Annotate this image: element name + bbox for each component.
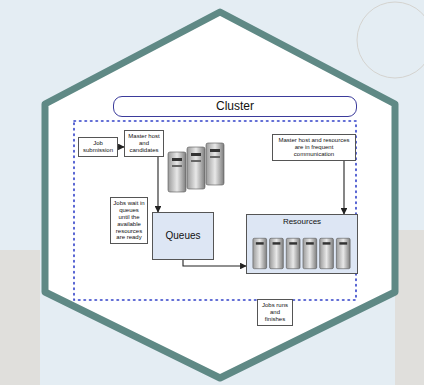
node-text: Queues (165, 230, 200, 242)
node-text: Resources (247, 217, 357, 226)
node-text: Job submission (81, 140, 115, 154)
note-box: Jobs wait in queues until the available … (110, 197, 148, 244)
cluster-header: Cluster (113, 96, 357, 117)
flow-arrow (157, 157, 158, 212)
flow-arrow (343, 161, 344, 214)
resource-box: Resources (246, 214, 358, 274)
node-text: Master host and candidates (127, 133, 161, 154)
note-box: Job submission (78, 137, 118, 157)
queue-box: Queues (152, 212, 214, 260)
node-text: Jobs wait in queues until the available … (113, 200, 145, 241)
note-box: Jobs runs and finishes (257, 299, 293, 326)
node-text: Jobs runs and finishes (260, 302, 290, 323)
note-box: Master host and resources are in frequen… (272, 134, 356, 161)
node-text: Master host and resources are in frequen… (275, 137, 353, 158)
node-text: Cluster (216, 100, 254, 114)
note-box: Master host and candidates (124, 130, 164, 157)
server-icons (168, 143, 224, 192)
flow-arrow (183, 260, 246, 266)
server-row (247, 235, 357, 271)
